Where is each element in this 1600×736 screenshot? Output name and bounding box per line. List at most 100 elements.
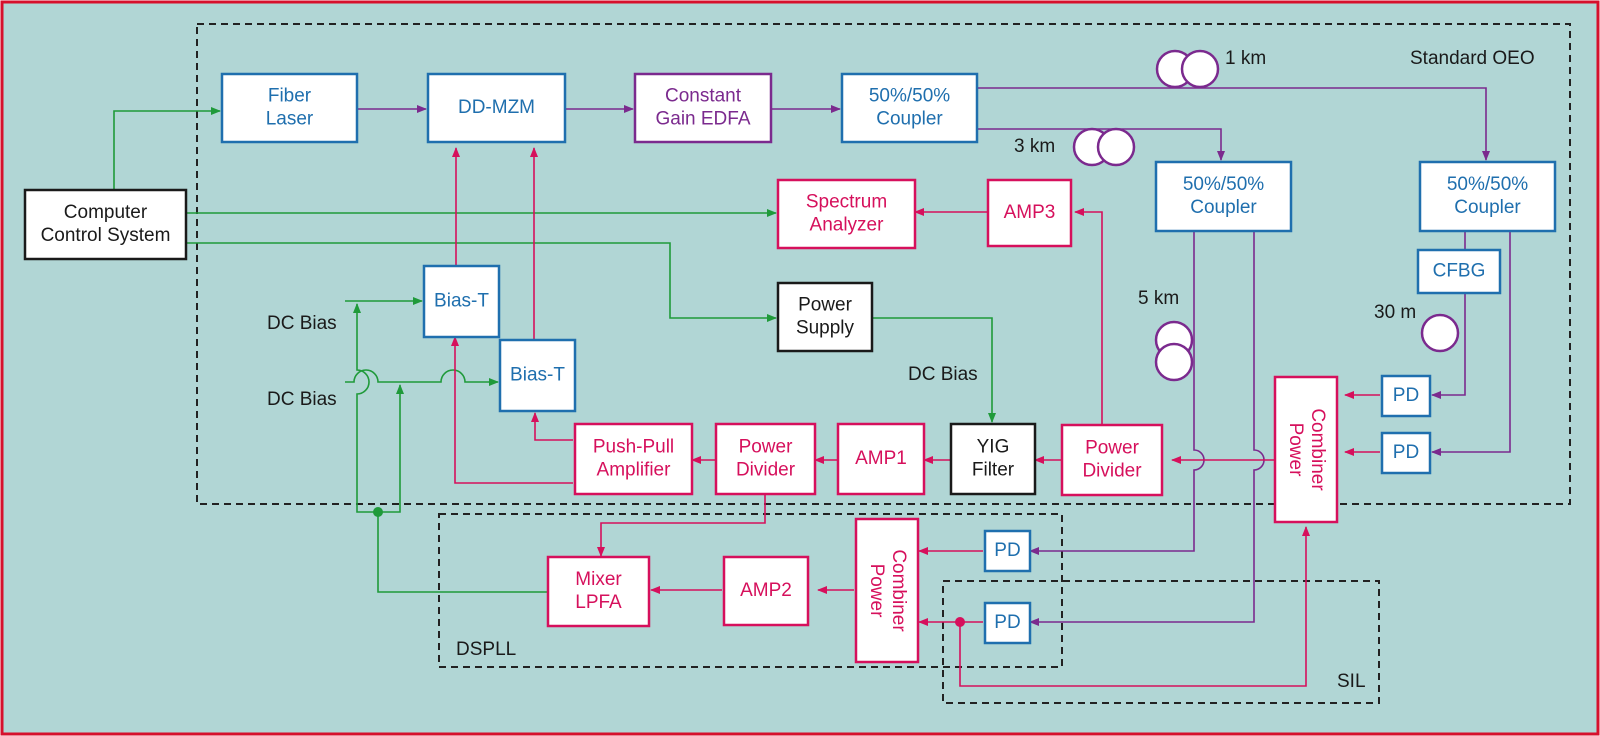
coupler-mid-box — [1154, 160, 1293, 233]
push-pull-label-line-1: Push-Pull — [593, 437, 674, 458]
fiber-30m-label: 30 m — [1374, 302, 1416, 323]
spectrum-analyzer-label-line-1: Spectrum — [806, 192, 887, 213]
mixer-label-line-1: Mixer — [575, 569, 622, 590]
wire-divider-to-mixer — [597, 494, 766, 557]
power-divider-left-label-line-2: Divider — [736, 460, 796, 481]
bias-t-2-label-line-1: Bias-T — [510, 365, 565, 386]
power-supply-label-line-2: Supply — [796, 318, 855, 339]
edfa-box — [633, 72, 773, 144]
yig-filter-label-line-1: YIG — [977, 437, 1010, 458]
coupler-mid-label-line-1: 50%/50% — [1183, 174, 1264, 195]
wire-feedback-to-dcbias1 — [353, 303, 378, 513]
coupler-right-box — [1418, 160, 1557, 233]
wire-divider-to-amp3 — [1074, 208, 1103, 425]
pd-1-label-line-1: PD — [1393, 385, 1419, 406]
fiber-5km-label: 5 km — [1138, 288, 1179, 309]
pd-2-box — [1380, 431, 1432, 475]
wire-mixer-feedback — [377, 512, 548, 593]
amp1-box — [836, 422, 926, 496]
amp3-box — [986, 178, 1073, 248]
coupler-right-block: 50%/50%Coupler — [1418, 160, 1557, 233]
wire-coupler-to-right-coupler — [977, 87, 1490, 161]
computer-label-line-1: Computer — [64, 202, 148, 223]
pd-3-box — [983, 529, 1032, 573]
fiber-laser-label-line-1: Fiber — [268, 86, 312, 107]
dspll-region — [438, 513, 1063, 668]
dspll-label: DSPLL — [456, 639, 516, 660]
fiber-1km-label: 1 km — [1225, 48, 1266, 69]
amp3-label-line-1: AMP3 — [1004, 202, 1056, 223]
dc-bias-label-1: DC Bias — [267, 313, 337, 334]
power-combiner-right-label-line-2: Combiner — [1307, 408, 1328, 491]
power-supply-label-line-1: Power — [798, 295, 853, 316]
push-pull-box — [573, 422, 694, 496]
feedback-junction-dot — [373, 507, 383, 517]
pd-1-block: PD — [1380, 374, 1432, 418]
wire-computer-to-laser — [113, 107, 221, 190]
amp3-block: AMP3 — [986, 178, 1073, 248]
dd-mzm-box — [426, 72, 567, 144]
sil-junction-dot — [955, 617, 965, 627]
standard-oeo-region — [196, 23, 1571, 505]
coupler-right-label-line-1: 50%/50% — [1447, 174, 1528, 195]
power-supply-box — [776, 281, 874, 353]
coupler-main-label-line-2: Coupler — [876, 109, 943, 130]
amp2-label-line-1: AMP2 — [740, 580, 792, 601]
power-combiner-bottom-label-line-1: Power — [866, 564, 887, 619]
wire-cfbg-to-pd1 — [1431, 293, 1466, 399]
fiber-spool-3km — [1072, 127, 1136, 167]
fiber-laser-box — [220, 72, 359, 144]
power-combiner-bottom-box — [854, 517, 920, 664]
mixer-box — [546, 555, 651, 628]
fiber-spool-1km — [1155, 49, 1220, 89]
pd-2-label-line-1: PD — [1393, 442, 1419, 463]
coupler-main-block: 50%/50%Coupler — [840, 72, 979, 144]
cfbg-label-line-1: CFBG — [1433, 261, 1486, 282]
push-pull-label-line-2: Amplifier — [597, 460, 672, 481]
bias-t-2-box — [498, 338, 577, 413]
coupler-mid-label-line-2: Coupler — [1190, 197, 1257, 218]
yig-filter-box — [949, 422, 1037, 496]
wire-midcoupler-to-pd4 — [1029, 231, 1265, 626]
bias-t-1-label-line-1: Bias-T — [434, 291, 489, 312]
dd-mzm-label-line-1: DD-MZM — [458, 97, 535, 118]
wire-rightcoupler-to-pd2 — [1431, 231, 1511, 456]
spectrum-analyzer-box — [776, 178, 917, 250]
cfbg-block: CFBG — [1416, 248, 1502, 295]
wire-computer-to-supply — [186, 242, 777, 322]
pd-3-block: PD — [983, 529, 1032, 573]
wire-sil-injection — [959, 526, 1310, 687]
coupler-mid-block: 50%/50%Coupler — [1154, 160, 1293, 233]
pd-3-label-line-1: PD — [994, 540, 1020, 561]
power-combiner-right-label-line-1: Power — [1285, 423, 1306, 478]
power-combiner-right-box — [1273, 375, 1339, 524]
dc-bias-label-2: DC Bias — [267, 389, 337, 410]
power-divider-left-box — [714, 422, 817, 496]
fiber-spool-5km — [1154, 320, 1194, 382]
wire-coupler-to-mid-coupler — [977, 128, 1225, 161]
wire-midcoupler-to-pd3 — [1029, 231, 1205, 555]
fiber-spool-30m — [1420, 313, 1460, 353]
bias-t-1-box — [422, 264, 501, 339]
coupler-main-box — [840, 72, 979, 144]
pd-4-label-line-1: PD — [994, 612, 1020, 633]
amp1-block: AMP1 — [836, 422, 926, 496]
dd-mzm-block: DD-MZM — [426, 72, 567, 144]
wire-dcbias-to-biast2 — [345, 369, 499, 386]
power-combiner-bottom-label-line-2: Combiner — [888, 549, 909, 632]
edfa-label-line-1: Constant — [665, 86, 742, 107]
wire-pushpull-to-biast2 — [531, 412, 573, 441]
wire-supply-to-yig — [872, 317, 996, 423]
sil-label: SIL — [1337, 671, 1366, 692]
spectrum-analyzer-label-line-2: Analyzer — [810, 215, 885, 236]
fiber-3km-label: 3 km — [1014, 136, 1055, 157]
